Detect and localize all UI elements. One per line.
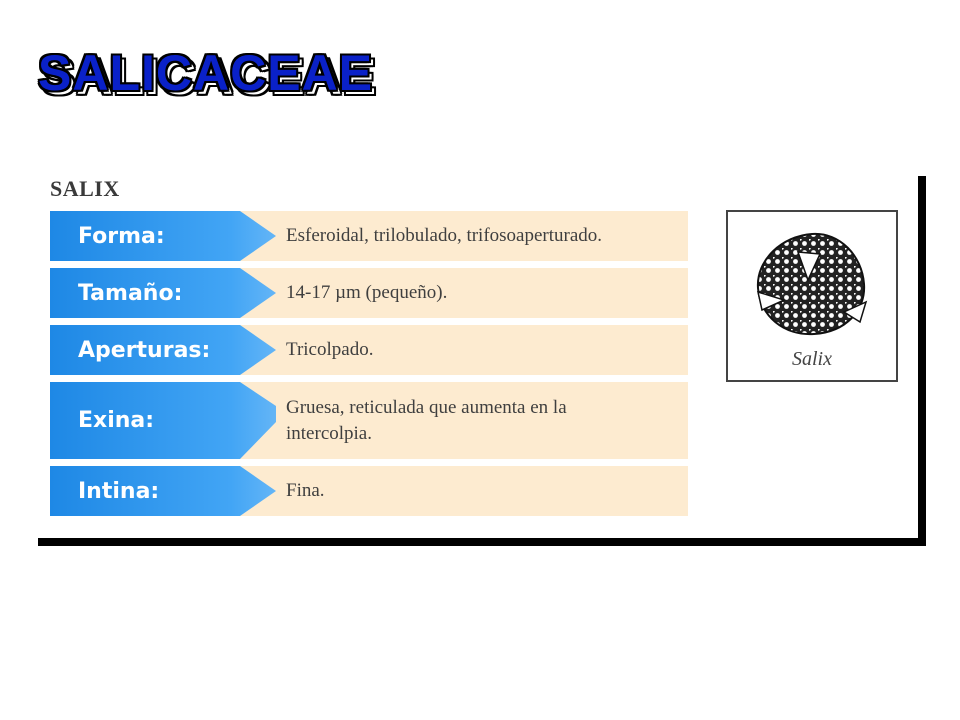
row-label-tab: Tamaño: <box>50 268 276 318</box>
row-label: Tamaño: <box>78 280 183 306</box>
row-label-tab: Forma: <box>50 211 276 261</box>
row-label-tab: Exina: <box>50 382 276 459</box>
row-value: Fina. <box>286 480 325 502</box>
row-label: Aperturas: <box>78 337 211 363</box>
row-label: Forma: <box>78 223 165 249</box>
row-label-tab: Intina: <box>50 466 276 516</box>
row-value-background <box>240 211 688 261</box>
genus-heading: SALIX <box>50 176 120 201</box>
arrow-tab-shape <box>50 211 276 261</box>
row-label: Intina: <box>78 478 160 504</box>
row-value-background <box>240 466 688 516</box>
arrow-tab-shape <box>50 325 276 375</box>
row-forma: Forma: Esferoidal, trilobulado, trifosoa… <box>50 211 688 261</box>
arrow-tab-shape <box>50 382 276 459</box>
card-shadow-bottom <box>38 538 926 546</box>
pollen-illustration-box: Salix <box>726 210 898 382</box>
page-title: SALICACEAE SALICACEAE <box>38 45 378 105</box>
row-tamano: Tamaño: 14-17 µm (pequeño). <box>50 268 688 318</box>
arrow-tab-shape <box>50 268 276 318</box>
illustration-caption: Salix <box>792 348 832 370</box>
row-value: Gruesa, reticulada que aumenta en la int… <box>286 396 567 444</box>
row-value: Esferoidal, trilobulado, trifosoapertura… <box>286 225 603 247</box>
pollen-grain-icon <box>756 232 868 336</box>
row-value: 14-17 µm (pequeño). <box>286 282 448 304</box>
row-value-background <box>240 268 688 318</box>
row-value-background <box>240 325 688 375</box>
row-value: Tricolpado. <box>286 339 374 361</box>
row-label-tab: Aperturas: <box>50 325 276 375</box>
card-shadow-right <box>918 176 926 546</box>
row-intina: Intina: Fina. <box>50 466 688 516</box>
row-value-background <box>240 382 688 459</box>
arrow-tab-shape <box>50 466 276 516</box>
row-label: Exina: <box>78 408 155 433</box>
row-aperturas: Aperturas: Tricolpado. <box>50 325 688 375</box>
row-exina: Exina: Gruesa, reticulada que aumenta en… <box>50 382 688 459</box>
